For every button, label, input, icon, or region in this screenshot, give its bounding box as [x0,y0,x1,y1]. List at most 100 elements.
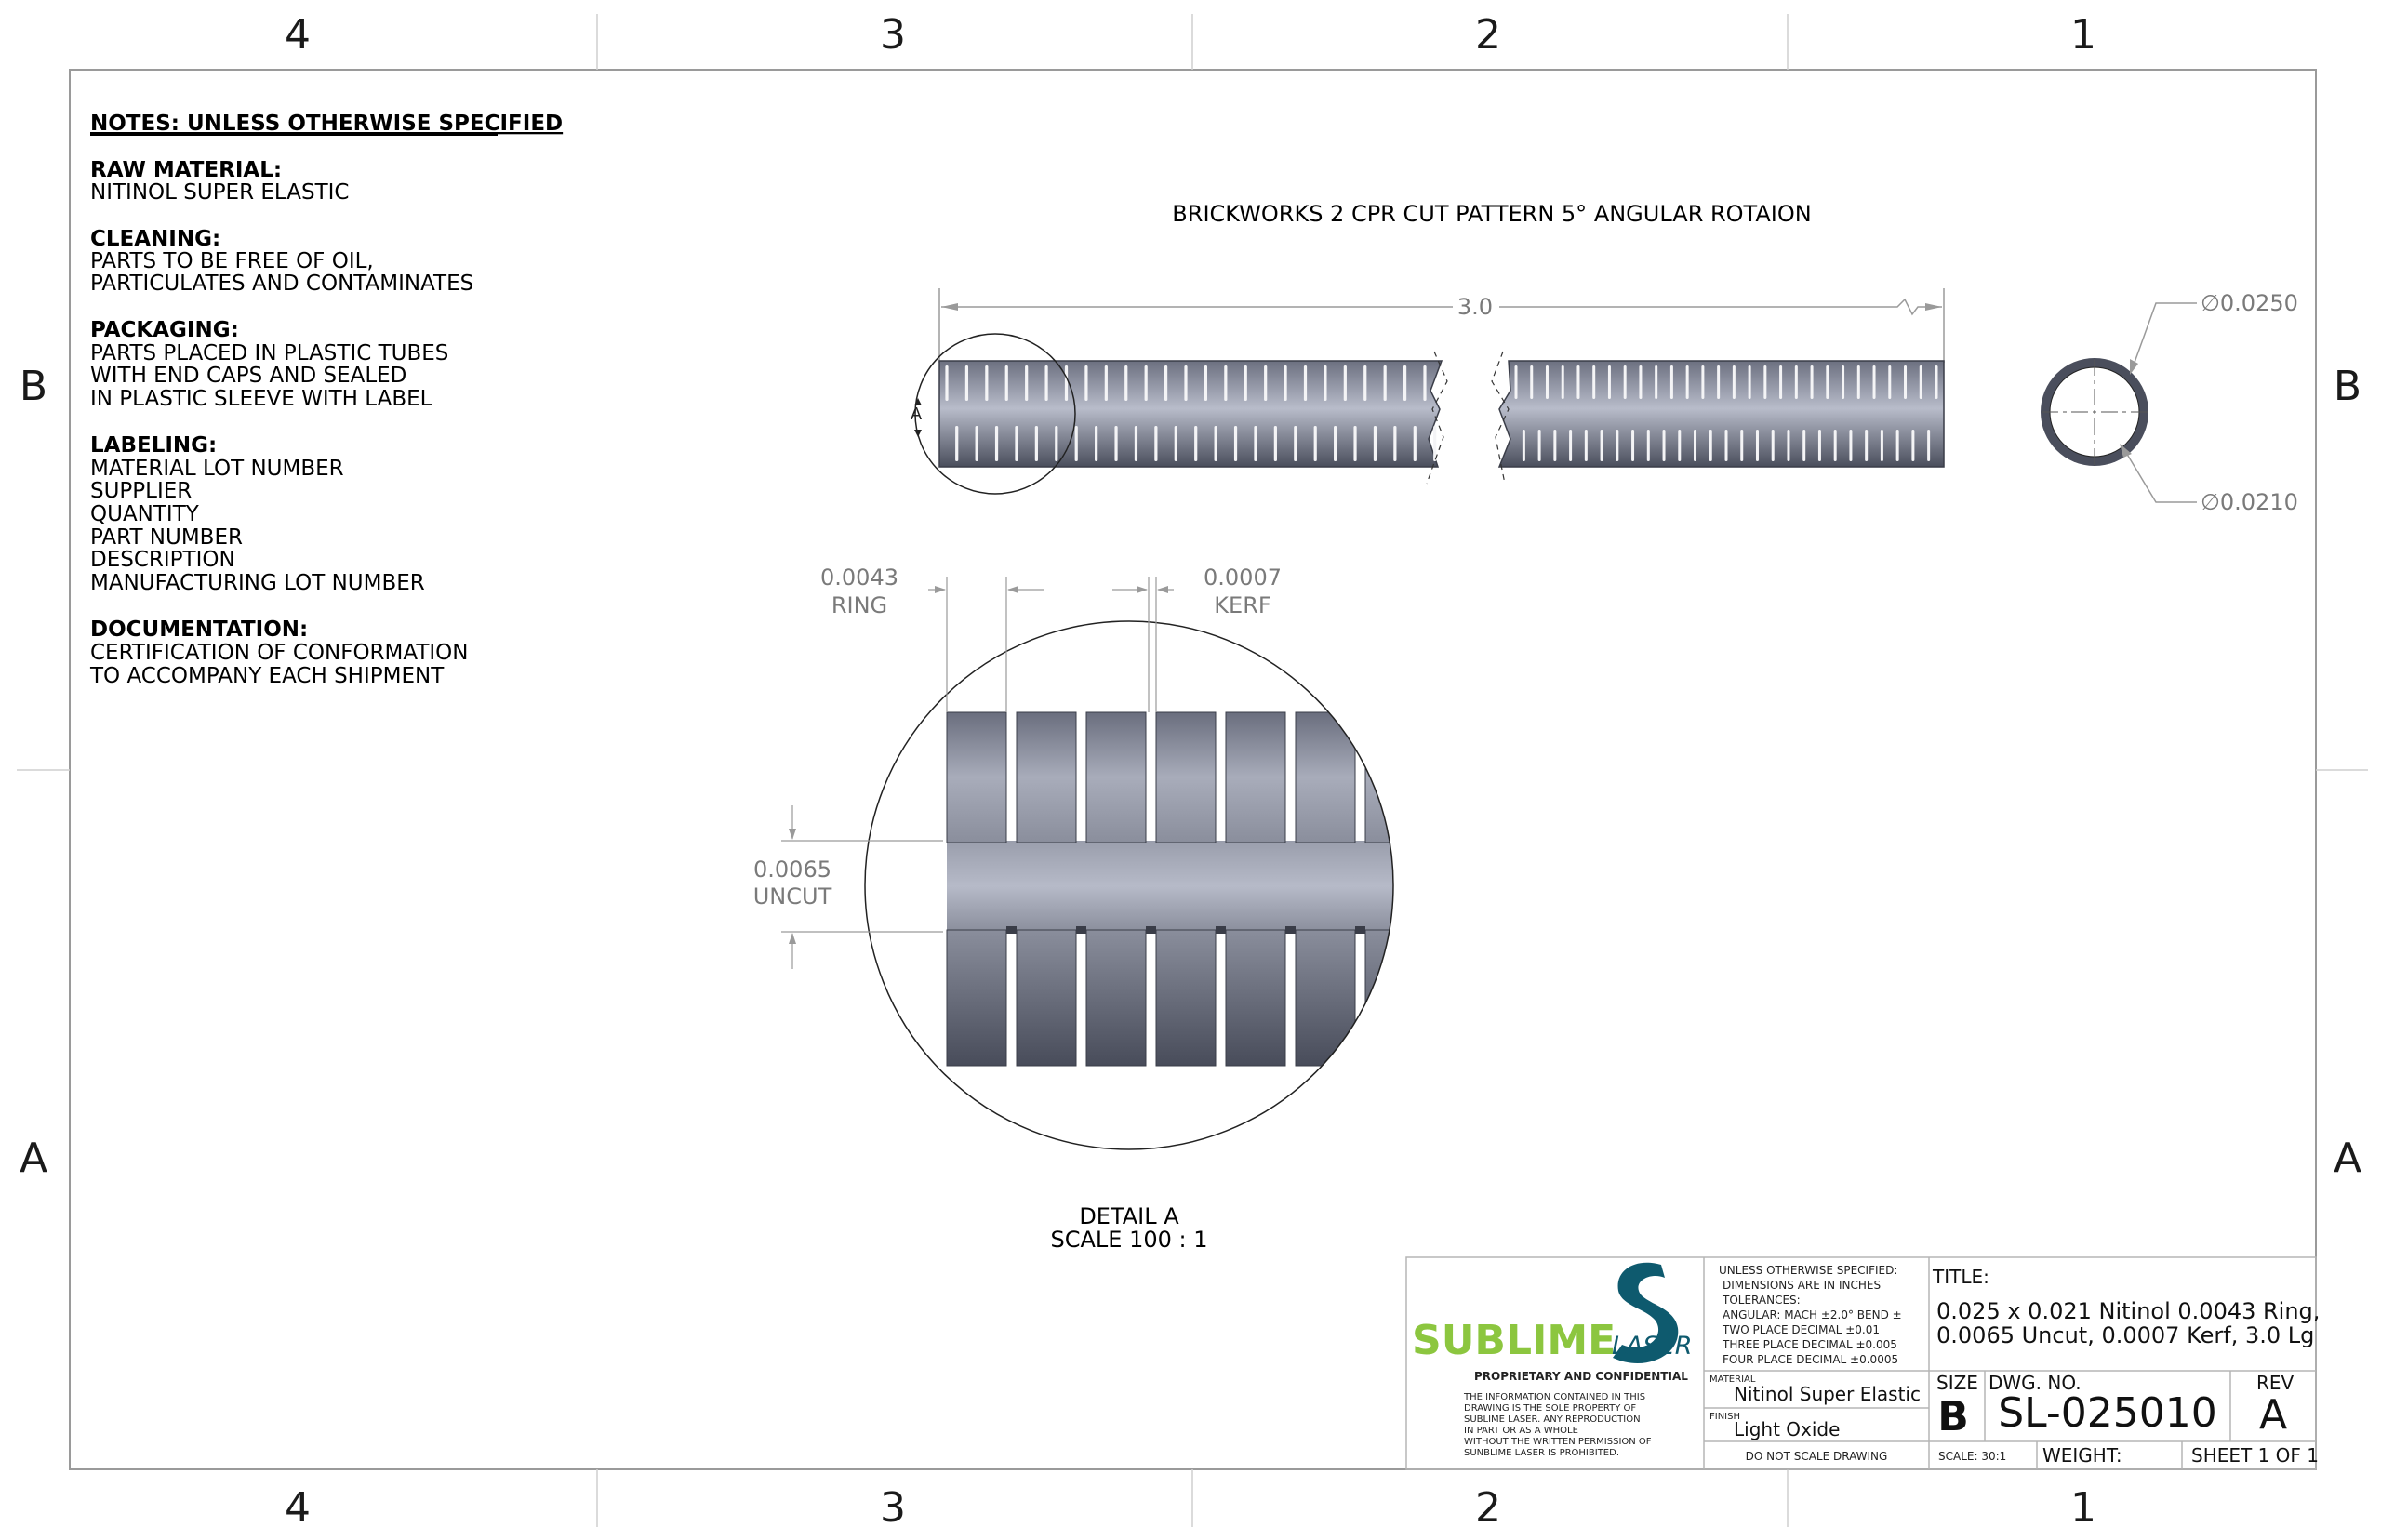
tube-slot [1363,365,1367,401]
leader-arrow [2120,444,2132,458]
proprietary-line: DRAWING IS THE SOLE PROPERTY OF [1464,1403,1636,1414]
detail-ring-bottom [1295,929,1356,1067]
tube-slot [1935,365,1938,399]
title-block-frame [1405,1256,2317,1470]
tolerance-line: ANGULAR: MACH ±2.0° BEND ± [1723,1308,1902,1321]
tube-slot [1313,426,1317,461]
tube-slot [1849,430,1853,461]
dimension-arrow [1137,586,1148,593]
detail-kerf-lip [1355,926,1365,934]
ring-dimension-value: 0.0043 [820,564,898,591]
tube-slot [1244,365,1247,401]
tube-slot [1895,430,1899,461]
tube-slot [1433,426,1437,461]
tube-slot [1015,426,1018,461]
zone-column-label: 2 [1475,1484,1501,1532]
leader-arrow [2130,359,2138,375]
tube-right-section [1497,360,1945,468]
dimension-arrow [789,933,796,944]
detail-ring-top [1364,711,1393,843]
packaging-line: WITH END CAPS AND SEALED [90,364,406,388]
tube-slot [1616,430,1619,461]
dwg-no-label: DWG. NO. [1989,1372,2082,1394]
tube-slot [1763,365,1767,399]
proprietary-line: SUBLIME LASER. ANY REPRODUCTION [1464,1414,1641,1425]
tolerance-line: DIMENSIONS ARE IN INCHES [1723,1279,1881,1292]
tube-slot [1755,430,1759,461]
break-line [1491,351,1510,485]
tube-slot [1144,365,1148,401]
labeling-line: MATERIAL LOT NUMBER [90,457,344,481]
do-not-scale-note: DO NOT SCALE DRAWING [1746,1450,1888,1463]
detail-uncut-band [947,841,1393,932]
proprietary-line: WITHOUT THE WRITTEN PERMISSION OF [1464,1437,1652,1447]
detail-a-view: 0.0043 RING 0.0007 KERF 0.0065 UNCUT DET… [753,564,1394,1253]
tube-slot [1724,430,1728,461]
detail-ring-top [1016,711,1077,843]
tube-slot [964,365,969,401]
dimension-arrow [941,303,958,311]
zone-row-label: B [20,363,47,410]
material-value: Nitinol Super Elastic [1734,1383,1921,1405]
tube-slot [1771,430,1775,461]
tube-slot [1685,365,1689,399]
tube-slot [1592,365,1596,399]
detail-ring-bottom [946,929,1007,1067]
tube-slot [1545,365,1549,399]
kerf-dimension-value: 0.0007 [1204,564,1282,591]
labeling-line: PART NUMBER [90,525,243,550]
zone-column-label: 3 [880,11,906,59]
tube-slot [1817,430,1821,461]
tube-slot [1294,426,1297,461]
tube-slot [1856,365,1860,399]
dwg-no-value: SL-025010 [1998,1389,2217,1437]
logo-wordmark-suffix: LASER [1612,1332,1692,1361]
tube-slot [1164,365,1168,401]
tube-slot [1872,365,1876,399]
tube-slot [1204,365,1208,401]
detail-callout-circle [914,333,1076,495]
tube-slot [1669,365,1673,399]
tube-slot [1034,426,1038,461]
detail-boundary-circle [864,620,1394,1150]
tube-slot [994,426,999,461]
tube-slot [1584,430,1588,461]
tube-slot [1623,365,1627,399]
tube-slot [1104,365,1108,401]
tube-slot [1553,430,1557,461]
tube-slot [1134,426,1138,461]
zone-column-label: 3 [880,1484,906,1532]
zone-row-label: A [2334,1135,2361,1182]
detail-callout-letter: A [911,405,923,424]
tube-slot [1224,365,1228,401]
zone-column-label: 1 [2070,1484,2096,1532]
tolerance-line: TWO PLACE DECIMAL ±0.01 [1722,1323,1880,1336]
size-value: B [1937,1393,1969,1440]
tube-slot [1919,365,1922,399]
tube-slot [1740,430,1744,461]
raw-material-heading: RAW MATERIAL: [90,158,282,182]
labeling-line: QUANTITY [90,502,200,526]
rev-label: REV [2256,1372,2295,1394]
detail-ring-top [1295,711,1356,843]
detail-ring-bottom [1085,929,1147,1067]
dimension-arrow [789,829,796,840]
zone-row-label: A [20,1135,47,1182]
tube-slot [975,426,978,461]
tube-slot [1095,426,1098,461]
tube-slot [1334,426,1337,461]
tube-slot [1254,426,1257,461]
raw-material-line: NITINOL SUPER ELASTIC [90,180,349,205]
tube-slot [1383,365,1387,401]
tube-slot [1655,365,1658,399]
tube-left-slots [945,365,1437,461]
tube-slot [1393,426,1397,461]
tube-slot [1154,426,1158,461]
tube-slot [1233,426,1238,461]
tube-slot [1174,426,1177,461]
logo-wordmark: SUBLIME [1412,1317,1616,1364]
detail-kerf-lip [1285,926,1296,934]
zone-column-label: 4 [285,11,311,59]
tube-slot [1787,430,1790,461]
